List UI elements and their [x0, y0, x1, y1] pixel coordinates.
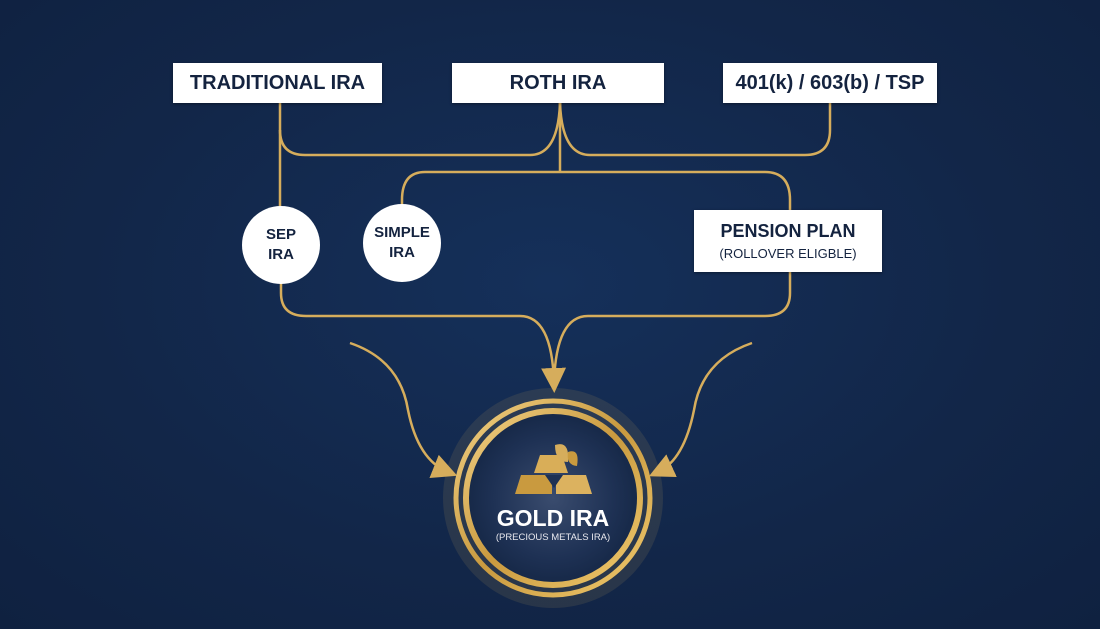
sep-ira-node: SEP IRA: [242, 206, 320, 284]
sep-ira-line2: IRA: [268, 246, 294, 263]
arrow-left-inflow: [349, 341, 458, 479]
simple-ira-node: SIMPLE IRA: [363, 204, 441, 282]
gold-ira-subtitle: (PRECIOUS METALS IRA): [495, 532, 611, 543]
pension-plan-title: PENSION PLAN: [720, 221, 856, 241]
line-401k-roth: [558, 102, 832, 157]
gold-ira-emblem: [443, 388, 663, 608]
roth-ira-box: ROTH IRA: [452, 63, 664, 103]
pension-plan-subtitle: (ROLLOVER ELIGBLE): [719, 246, 857, 261]
line-branch-pension: [560, 170, 792, 210]
arrow-right-inflow: [648, 341, 753, 478]
traditional-ira-box: TRADITIONAL IRA: [173, 63, 382, 103]
line-traditional-roth: [278, 102, 562, 157]
401k-603b-tsp-box: 401(k) / 603(b) / TSP: [723, 63, 937, 103]
gold-ira-title: GOLD IRA: [496, 505, 610, 531]
simple-ira-line1: SIMPLE: [374, 224, 430, 241]
line-pension-gold: [552, 272, 792, 384]
line-branch-simple: [400, 170, 560, 205]
sep-ira-line1: SEP: [265, 226, 296, 243]
simple-ira-line2: IRA: [389, 244, 415, 261]
gold-bars-leaf-icon: [515, 444, 592, 494]
pension-plan-box: PENSION PLAN (ROLLOVER ELIGBLE): [694, 210, 882, 272]
line-sep-gold: [279, 283, 567, 393]
